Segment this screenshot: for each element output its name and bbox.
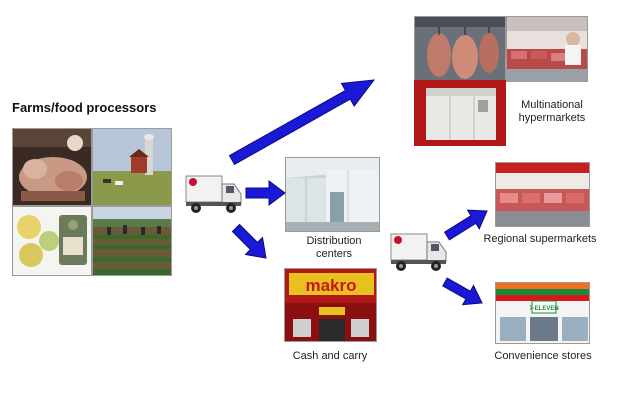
arrow-to-supermarkets	[443, 209, 488, 241]
delivery-truck-icon	[389, 232, 449, 274]
regional-supermarkets-label: Regional supermarkets	[483, 233, 597, 245]
cold-storage-photo	[414, 80, 506, 146]
arrow-to-convenience	[442, 277, 483, 306]
arrow-to-hypermarkets	[228, 79, 376, 166]
distribution-centers-label: Distribution centers	[306, 235, 362, 260]
seven-eleven-sign-text: 7-ELEVEN	[529, 306, 558, 312]
meat-processing-photo	[12, 128, 92, 206]
field-workers-photo	[92, 206, 172, 276]
melons-photo	[12, 206, 92, 276]
makro-store-photo: makro	[284, 268, 377, 342]
makro-sign-text: makro	[305, 276, 356, 295]
convenience-stores-label: Convenience stores	[494, 350, 592, 362]
butcher-counter-photo	[506, 16, 588, 82]
arrow-to-distribution	[245, 180, 286, 206]
delivery-truck-icon	[184, 174, 244, 216]
supermarket-photo	[495, 162, 590, 227]
convenience-store-photo: 7-ELEVEN	[495, 282, 590, 344]
cash-and-carry-label: Cash and carry	[292, 350, 368, 362]
source-title: Farms/food processors	[12, 100, 157, 115]
arrow-to-cash-carry	[231, 223, 267, 259]
hypermarkets-label: Multinational hypermarkets	[518, 99, 586, 124]
farm-silo-photo	[92, 128, 172, 206]
distribution-center-photo	[285, 157, 380, 232]
